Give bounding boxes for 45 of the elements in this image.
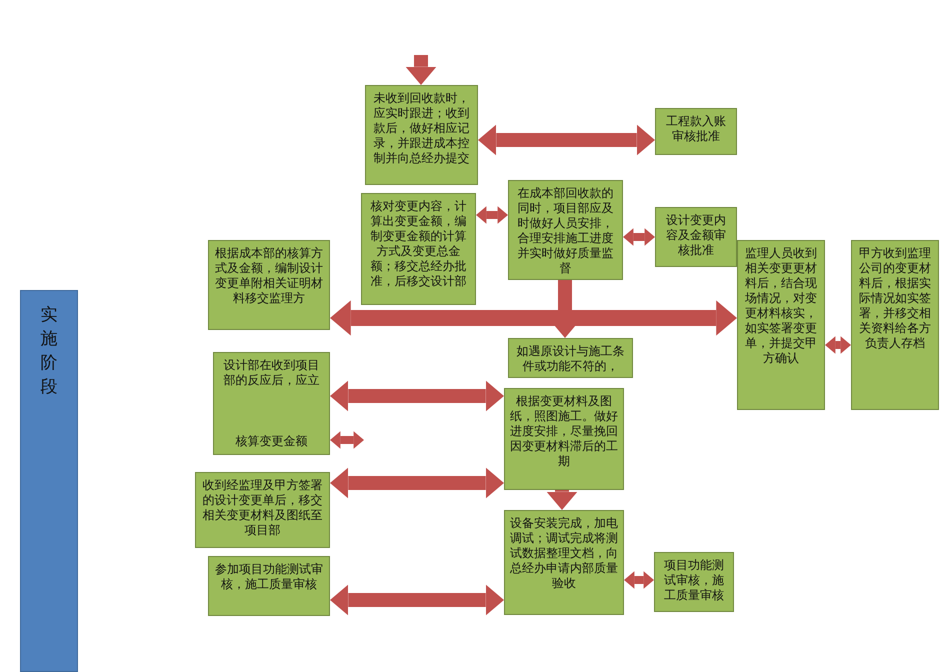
process-box (851, 240, 939, 410)
process-box (504, 510, 624, 615)
process-box (361, 193, 476, 305)
process-box (213, 352, 330, 455)
arrow (330, 431, 364, 449)
box-text: 监理人员收到相关变更更材料后，结合现场情况，对变更材料核实，如实签署变更单，并提交甲方确认 (744, 246, 818, 366)
arrow (478, 124, 655, 156)
box-text: 设计变更内容及金额审核批准 (665, 213, 727, 258)
box-text: 收到经监理及甲方签署的设计变更单后，移交相关变更材料及图纸至项目部 (202, 478, 324, 538)
box-text: 设计部在收到项目部的反应后，应立 (222, 358, 320, 388)
process-box (655, 108, 737, 155)
process-box (654, 552, 734, 612)
box-text: 未收到回收款时，应实时跟进；收到款后，做好相应记录，并跟进成本控制并向总经办提交 (372, 91, 470, 166)
stage-band (20, 290, 78, 672)
process-box (508, 338, 633, 378)
box-text: 核算变更金额 (234, 434, 308, 449)
process-box (195, 472, 330, 548)
arrow (330, 300, 737, 336)
arrow (546, 490, 578, 510)
box-text: 项目功能测试审核，施工质量审核 (663, 558, 725, 603)
arrow (406, 55, 436, 85)
process-box (508, 180, 623, 280)
stage-label: 实施阶段 (40, 304, 58, 399)
box-text: 在成本部回收款的同时，项目部应及时做好人员安排，合理安排施工进度并实时做好质量监督 (516, 186, 614, 276)
box-text: 如遇原设计与施工条件或功能不符的， (516, 344, 626, 374)
process-box (208, 556, 330, 616)
process-box (737, 240, 825, 410)
box-text: 甲方收到监理公司的变更材料后，根据实际情况如实签署，并移交相关资料给各方负责人存档 (858, 246, 932, 351)
arrow (330, 468, 504, 498)
arrow (624, 571, 654, 589)
box-text: 工程款入账审核批准 (665, 114, 727, 144)
arrow (476, 206, 508, 224)
process-box (504, 388, 624, 490)
process-box (365, 85, 478, 185)
process-box (655, 207, 737, 267)
arrow (330, 584, 504, 616)
process-box (208, 240, 330, 330)
box-text: 根据成本部的核算方式及金额，编制设计变更单附相关证明材料移交监理方 (214, 246, 324, 306)
box-text: 核对变更内容，计算出变更金额，编制变更金额的计算方式及变更总金额；移交总经办批准，后移交设计部 (370, 199, 468, 289)
arrow (825, 336, 851, 354)
arrow (330, 380, 504, 412)
box-text: 根据变更材料及图纸，照图施工。做好进度安排，尽量挽回因变更材料滞后的工期 (510, 394, 618, 469)
box-text: 参加项目功能测试审核，施工质量审核 (214, 562, 324, 592)
box-text: 设备安装完成，加电调试；调试完成将测试数据整理文档，向总经办申请内部质量验收 (510, 516, 618, 591)
arrow (623, 228, 655, 246)
